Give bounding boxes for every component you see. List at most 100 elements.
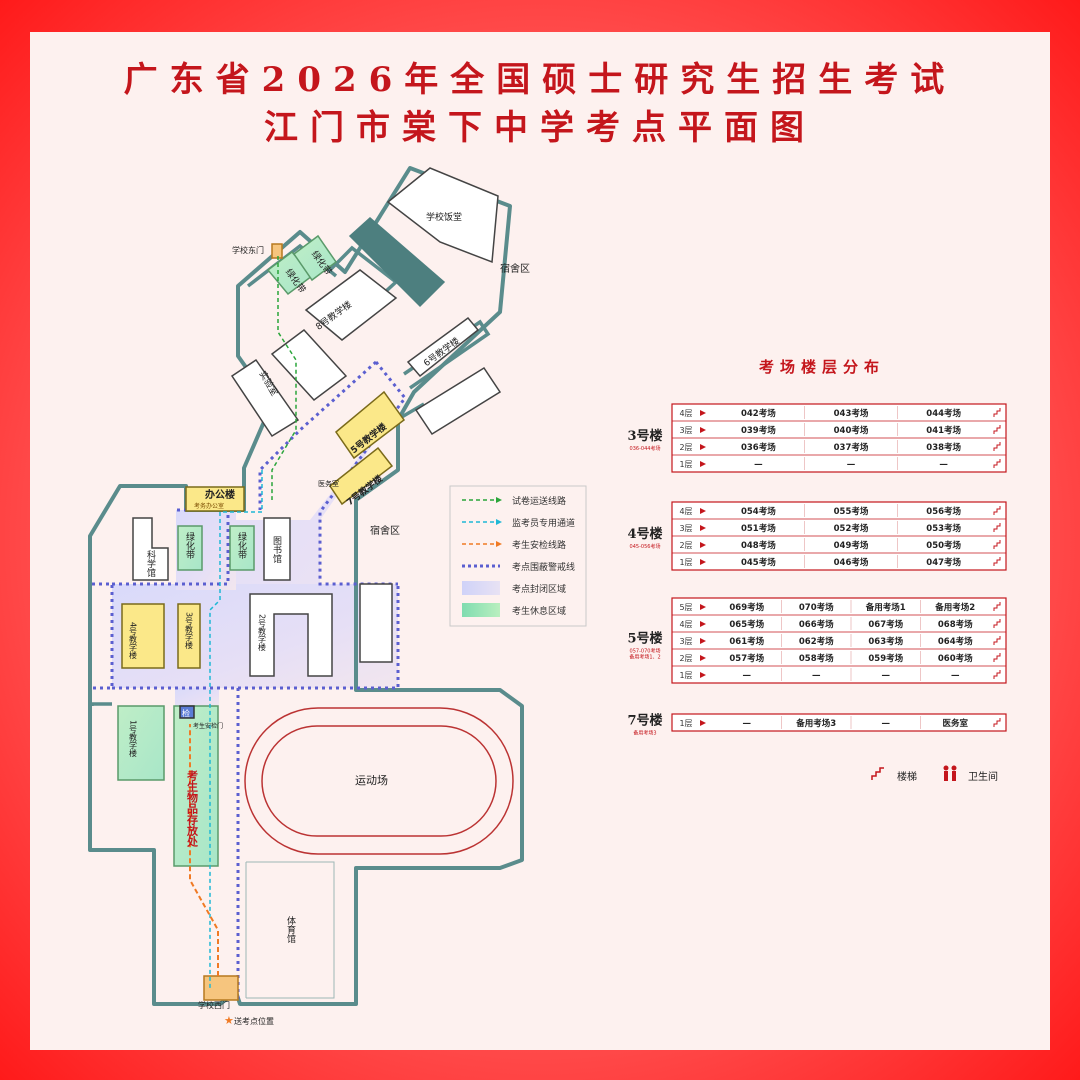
building4-shape: [121, 603, 165, 669]
floor-label: 4层: [679, 507, 692, 516]
building-sub: 045-056考场: [630, 543, 661, 550]
room-label: 备用考场3: [795, 718, 836, 729]
building-sub: 备用考场3: [633, 730, 656, 737]
stairs-label: 楼梯: [897, 770, 917, 783]
label-office: 办公楼: [205, 488, 235, 501]
room-label: 064考场: [938, 636, 973, 647]
room-label: 047考场: [926, 557, 961, 568]
legend-item: 考生休息区域: [462, 603, 566, 617]
title-line-1: 广东省2026年全国硕士研究生招生考试: [123, 60, 957, 100]
canteen-building: [386, 167, 499, 264]
room-label: 041考场: [926, 425, 961, 436]
east-gate-shape: [271, 243, 283, 259]
room-label: —: [743, 671, 752, 681]
label-building3: 3号教学楼: [185, 612, 194, 650]
room-label: 048考场: [741, 540, 776, 551]
building8-shape: [304, 269, 398, 341]
legend-item: 考点封闭区域: [462, 581, 566, 595]
room-label: —: [882, 719, 891, 729]
stairs-icon: [993, 523, 1001, 532]
room-label: 066考场: [799, 619, 834, 630]
building-name: 7号楼: [627, 713, 662, 729]
label-west-gate: 学校西门: [198, 1000, 230, 1010]
room-label: 069考场: [729, 602, 764, 613]
label-clinic: 医务室: [318, 479, 339, 488]
sports-track: [244, 707, 514, 855]
stairs-icon: [993, 425, 1001, 434]
room-label: 037考场: [834, 442, 869, 453]
room-label: 040考场: [834, 425, 869, 436]
room-label: 备用考场2: [934, 602, 975, 613]
toilet-label: 卫生间: [968, 770, 998, 783]
room-label: —: [743, 719, 752, 729]
legend-swatch: [462, 603, 500, 617]
label-check-icon: 检: [182, 708, 190, 718]
room-label: 065考场: [729, 619, 764, 630]
legend-label: 考生安检线路: [512, 539, 566, 551]
floor-label: 1层: [679, 671, 692, 680]
room-label: 055考场: [834, 506, 869, 517]
arrow-icon: [496, 541, 502, 547]
room-label: 046考场: [834, 557, 869, 568]
star-icon: ★: [224, 1014, 234, 1027]
library-building: [263, 517, 291, 581]
building3-shape: [177, 603, 201, 669]
west-gate-shape: [203, 975, 239, 1001]
dorm-block: [348, 216, 446, 308]
room-label: 038考场: [926, 442, 961, 453]
room-label: 043考场: [834, 408, 869, 419]
room-label: 050考场: [926, 540, 961, 551]
stairs-icon: [993, 670, 1001, 679]
legend-label: 考点封闭区域: [512, 583, 566, 595]
room-label: 039考场: [741, 425, 776, 436]
label-belongings: 考生物品存放处: [186, 769, 200, 848]
toilet-icon: [943, 765, 949, 771]
legend-label: 监考员专用通道: [512, 517, 575, 529]
building6-shape: [406, 316, 480, 378]
building-name: 5号楼: [627, 631, 662, 647]
label-building2: 2号教学楼: [258, 614, 267, 652]
room-label: 058考场: [799, 653, 834, 664]
room-label: 053考场: [926, 523, 961, 534]
legend-item: 监考员专用通道: [462, 517, 575, 529]
play-icon: [700, 604, 706, 610]
play-icon: [700, 621, 706, 627]
room-label: 067考场: [868, 619, 903, 630]
checkpoint-shape: [179, 705, 195, 719]
building1-shape: [117, 705, 165, 781]
building-sub: 057-070考场: [630, 648, 661, 655]
stairs-icon: [993, 408, 1001, 417]
play-icon: [700, 542, 706, 548]
stairs-icon: [993, 557, 1001, 566]
label-dorm-east: 宿舍区: [370, 524, 400, 537]
label-green-1: 绿化带: [184, 531, 195, 560]
legend-label: 试卷运送线路: [512, 495, 566, 507]
room-label: —: [847, 460, 856, 470]
dorm-east-building: [359, 583, 393, 663]
label-supply: 送考点位置: [234, 1016, 274, 1026]
floor-label: 2层: [679, 541, 692, 550]
floor-label: 2层: [679, 654, 692, 663]
lab-building: [230, 358, 300, 438]
room-label: 051考场: [741, 523, 776, 534]
cordon-lines: [92, 360, 407, 1000]
room-label: 056考场: [926, 506, 961, 517]
label-track: 运动场: [355, 773, 388, 787]
floor-label: 4层: [679, 409, 692, 418]
room-label: 052考场: [834, 523, 869, 534]
building-sub: 036-044考场: [630, 445, 661, 452]
room-label: 063考场: [868, 636, 903, 647]
building7-shape: [328, 446, 394, 506]
stairs-icon: [993, 653, 1001, 662]
label-east-gate: 学校东门: [232, 245, 264, 255]
play-icon: [700, 559, 706, 565]
title-line-2: 江门市棠下中学考点平面图: [264, 108, 816, 148]
room-label: 068考场: [938, 619, 973, 630]
stairs-icon: [993, 602, 1001, 611]
room-label: 042考场: [741, 408, 776, 419]
label-building4: 4号教学楼: [129, 622, 138, 660]
